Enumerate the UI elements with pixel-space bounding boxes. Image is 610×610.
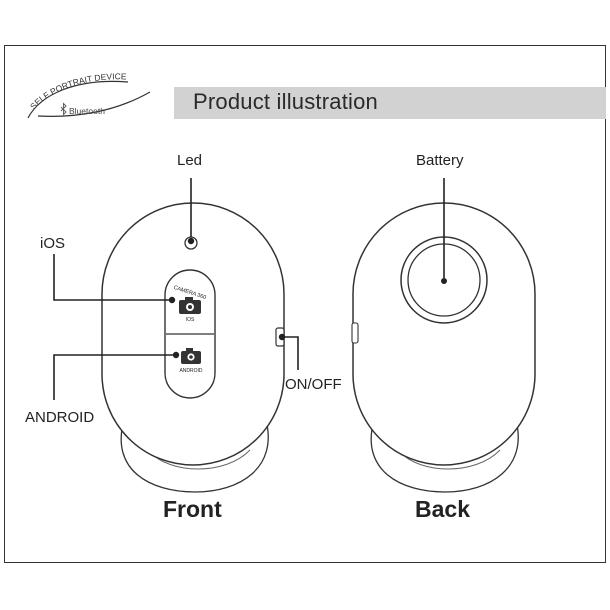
android-button-text: ANDROID <box>179 368 202 374</box>
illustration-frame <box>4 45 606 563</box>
logo-swoosh-bottom <box>37 91 151 117</box>
camera-icon <box>179 297 201 314</box>
front-callout-lines <box>53 178 299 400</box>
front-device: CAMERA 360 IOS ANDROID <box>101 202 285 493</box>
logo-sub-text: Bluetooth <box>69 106 105 116</box>
logo-swoosh-top <box>27 80 129 119</box>
onoff-label: ON/OFF <box>285 376 342 393</box>
android-label: ANDROID <box>25 409 95 426</box>
bluetooth-icon <box>60 102 67 116</box>
ios-button-bottom-text: IOS <box>186 317 195 323</box>
logo: SELF PORTRAIT DEVICE Bluetooth <box>27 71 151 119</box>
header-bar <box>174 87 606 119</box>
header-title: Product illustration <box>193 89 378 114</box>
front-caption: Front <box>163 496 222 522</box>
battery-label: Battery <box>416 152 464 169</box>
back-caption: Back <box>415 496 470 522</box>
ios-label: iOS <box>40 235 66 252</box>
back-device <box>351 178 536 493</box>
led-label: Led <box>177 152 203 169</box>
camera-icon <box>181 348 201 364</box>
